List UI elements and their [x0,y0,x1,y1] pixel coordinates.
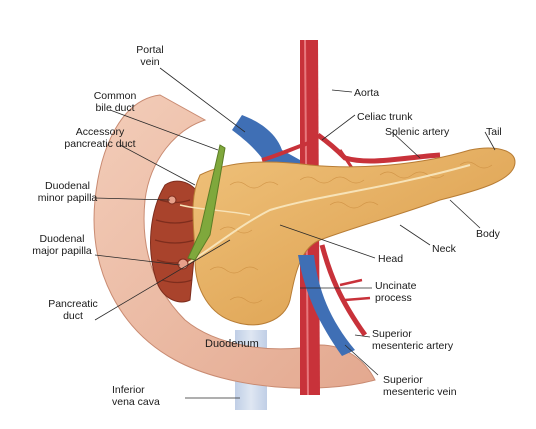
label-aorta: Aorta [354,87,379,99]
label-uncinate-process: Uncinate process [375,280,416,304]
label-inferior-vena-cava: Inferior vena cava [112,384,160,408]
label-body: Body [476,228,500,240]
label-celiac-trunk: Celiac trunk [357,111,412,123]
label-pancreatic-duct: Pancreatic duct [38,298,108,322]
label-splenic-artery: Splenic artery [385,126,449,138]
label-tail: Tail [486,126,502,138]
label-neck: Neck [432,243,456,255]
label-common-bile-duct: Common bile duct [80,90,150,114]
label-accessory-pancreatic-duct: Accessory pancreatic duct [55,126,145,150]
label-duodenal-major-papilla: Duodenal major papilla [22,233,102,257]
label-head: Head [378,253,403,265]
label-duodenum: Duodenum [205,338,259,350]
label-duodenal-minor-papilla: Duodenal minor papilla [30,180,105,204]
celiac-trunk-vessel [318,135,440,161]
label-superior-mesenteric-vein: Superior mesenteric vein [383,374,457,398]
label-superior-mesenteric-artery: Superior mesenteric artery [372,328,453,352]
label-portal-vein: Portal vein [120,44,180,68]
